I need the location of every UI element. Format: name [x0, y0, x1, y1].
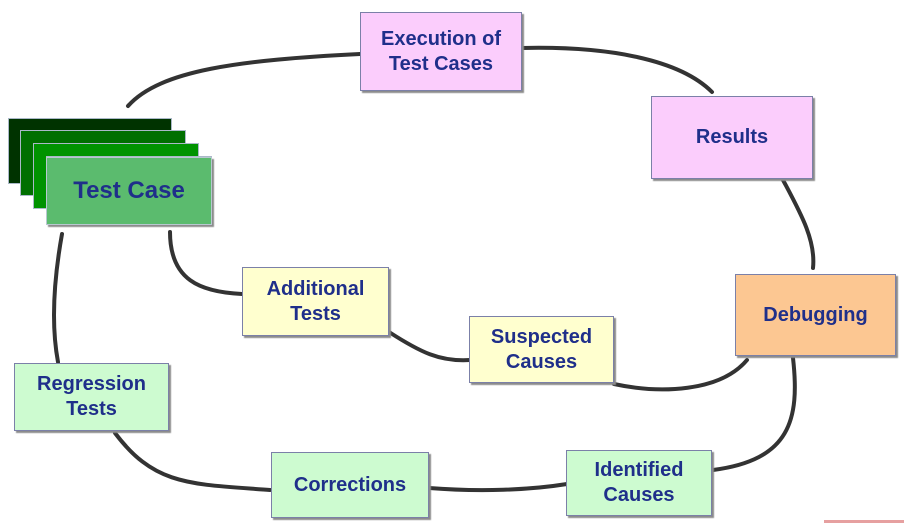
- connector-suspected-debugging: [612, 358, 749, 392]
- connector-identified-debugging: [711, 356, 797, 472]
- connector-corrections-identified: [427, 482, 569, 493]
- connector-additional-suspected: [387, 330, 472, 363]
- connector-testcase-execution: [126, 52, 362, 108]
- connector-regression-corrections: [113, 431, 272, 492]
- corrections-node: Corrections: [271, 452, 429, 518]
- results-node: Results: [651, 96, 813, 179]
- additional-tests-node: Additional Tests: [242, 267, 389, 336]
- slide-edge-marker: [824, 520, 904, 523]
- connector-testcase-additional: [168, 230, 244, 296]
- debugging-node: Debugging: [735, 274, 896, 356]
- suspected-causes-node: Suspected Causes: [469, 316, 614, 383]
- identified-causes-node: Identified Causes: [566, 450, 712, 516]
- regression-tests-node: Regression Tests: [14, 363, 169, 431]
- connector-results-debugging: [781, 178, 816, 270]
- execution-node: Execution of Test Cases: [360, 12, 522, 91]
- connector-testcase-regression: [51, 232, 64, 364]
- connector-execution-results: [520, 45, 714, 94]
- test-case-node: Test Case: [46, 157, 212, 225]
